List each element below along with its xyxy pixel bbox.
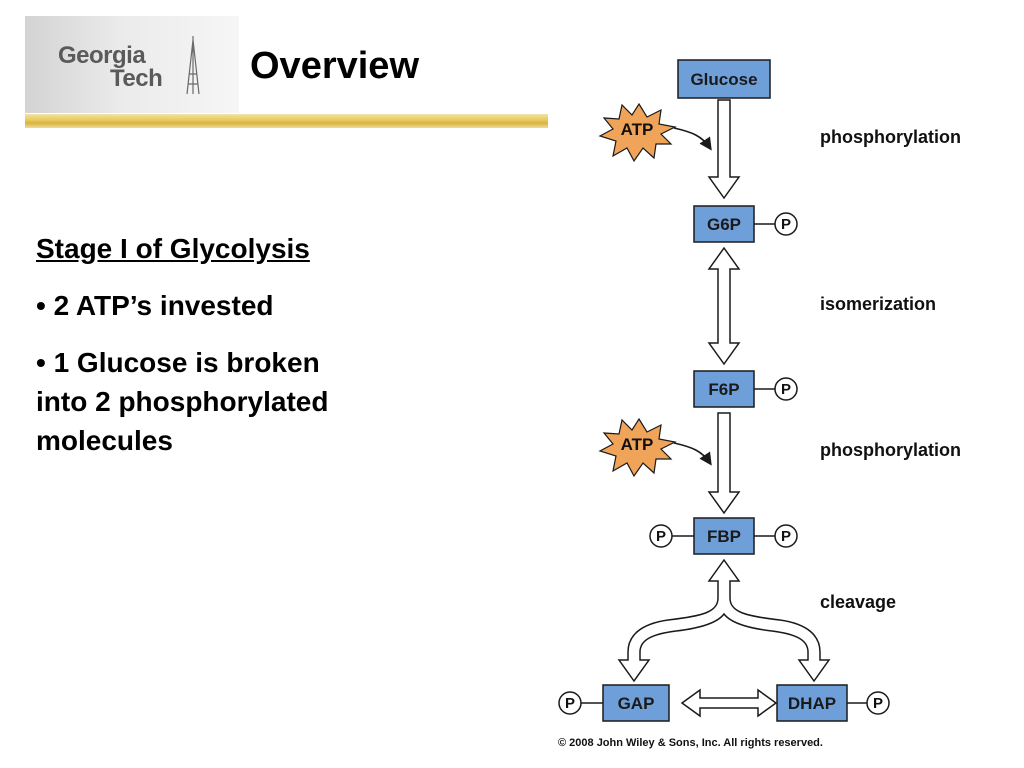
step-label-phosphorylation-2: phosphorylation xyxy=(820,440,961,460)
phosphate-label: P xyxy=(781,528,791,545)
fbp-phosphate-right: P xyxy=(774,524,798,548)
glucose-label: Glucose xyxy=(690,70,757,89)
atp-label-2: ATP xyxy=(621,435,654,454)
arrow-f6p-to-fbp xyxy=(707,412,741,515)
g6p-label: G6P xyxy=(707,215,741,234)
f6p-label: F6P xyxy=(708,380,739,399)
phosphate-label: P xyxy=(781,381,791,398)
phosphate-label: P xyxy=(781,216,791,233)
atp-starburst-2: ATP xyxy=(598,417,677,478)
phosphate-label: P xyxy=(656,528,666,545)
phosphate-label: P xyxy=(873,695,883,712)
logo-text-tech: Tech xyxy=(110,65,163,92)
atp-curve-arrow-2 xyxy=(673,442,712,466)
phosphate-label: P xyxy=(565,695,575,712)
step-label-phosphorylation-1: phosphorylation xyxy=(820,127,961,147)
logo-panel xyxy=(25,16,239,113)
dhap-phosphate: P xyxy=(866,691,890,715)
fbp-label: FBP xyxy=(707,527,741,546)
bullet-glucose-broken: • 1 Glucose is broken into 2 phosphoryla… xyxy=(36,347,329,456)
glucose-box: Glucose xyxy=(677,59,771,99)
logo-text-georgia: Georgia xyxy=(58,42,146,69)
f6p-box: F6P xyxy=(693,370,755,408)
copyright-notice: © 2008 John Wiley & Sons, Inc. All right… xyxy=(558,737,823,749)
atp-curve-arrow-1 xyxy=(673,127,712,151)
logo-spire-icon xyxy=(186,36,200,95)
arrow-g6p-f6p xyxy=(707,246,741,366)
arrow-glucose-to-g6p xyxy=(707,99,741,200)
fbp-box: FBP xyxy=(693,517,755,555)
slide-body: Stage I of Glycolysis • 2 ATP’s invested… xyxy=(36,230,456,478)
dhap-label: DHAP xyxy=(788,694,836,713)
atp-starburst-1: ATP xyxy=(598,102,677,163)
arrow-gap-dhap xyxy=(680,688,778,718)
dhap-box: DHAP xyxy=(776,684,848,722)
step-label-isomerization: isomerization xyxy=(820,294,936,314)
slide-title: Overview xyxy=(250,45,419,87)
atp-label-1: ATP xyxy=(621,120,654,139)
g6p-phosphate: P xyxy=(774,212,798,236)
bullet-atp-invested: • 2 ATP’s invested xyxy=(36,290,274,321)
f6p-phosphate: P xyxy=(774,377,798,401)
gap-label: GAP xyxy=(618,694,655,713)
gap-box: GAP xyxy=(602,684,670,722)
section-heading: Stage I of Glycolysis xyxy=(36,233,310,264)
fbp-phosphate-left: P xyxy=(649,524,673,548)
g6p-box: G6P xyxy=(693,205,755,243)
gap-phosphate: P xyxy=(558,691,582,715)
title-underline-bar xyxy=(25,114,548,128)
glycolysis-diagram: Glucose ATP phosphorylation G6P P isomer… xyxy=(558,59,961,749)
arrow-cleavage-branch xyxy=(617,558,831,683)
step-label-cleavage: cleavage xyxy=(820,592,896,612)
